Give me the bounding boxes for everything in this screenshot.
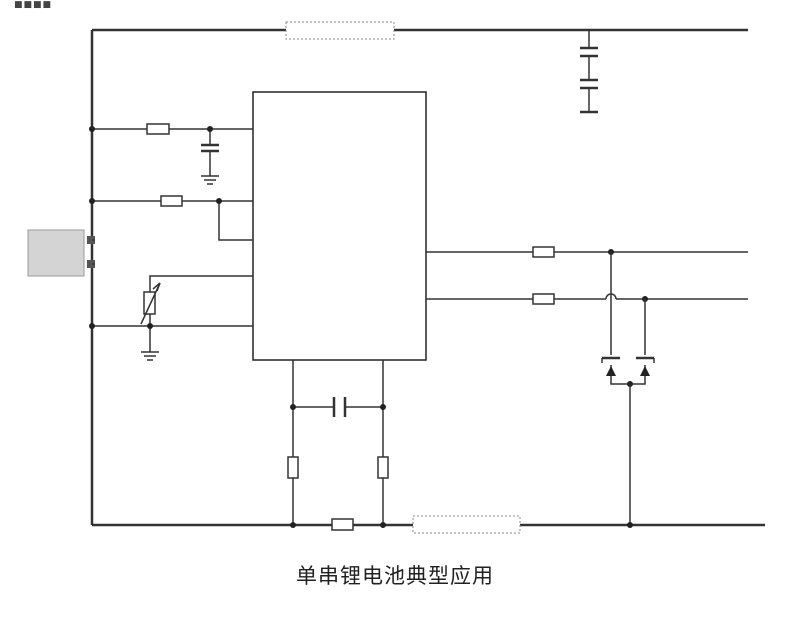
bottom-rc-network — [287, 360, 389, 531]
battery-cell — [27, 229, 95, 277]
bottom-dashed-component — [412, 515, 521, 534]
input-rc-filter — [89, 123, 253, 185]
corner-mark: ■■■■ — [14, 0, 53, 10]
diagram-caption: 单串锂电池典型应用 — [296, 564, 494, 588]
output-line-2 — [426, 293, 748, 305]
top-right-capacitor — [580, 30, 598, 114]
control-ic — [252, 91, 427, 361]
output-line-1 — [426, 246, 748, 258]
mosfet-pair — [601, 252, 655, 528]
thermistor-ntc — [140, 275, 253, 361]
top-dashed-component — [285, 21, 395, 40]
input-resistor-2 — [89, 195, 253, 241]
